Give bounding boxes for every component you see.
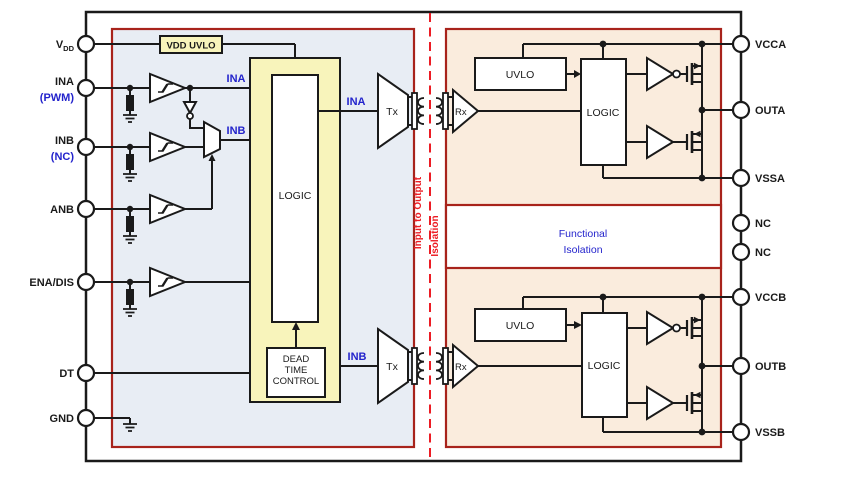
dead-time-label-3: CONTROL (273, 376, 319, 387)
uvlo-a-arrow-icon (574, 70, 581, 78)
junction-dot (599, 293, 607, 301)
pin-vssa (731, 168, 751, 188)
pin-vssb (731, 422, 751, 442)
rx-a-block (452, 87, 480, 135)
junction-dot (698, 428, 706, 436)
junction-dot (599, 40, 607, 48)
inverter-bubble-icon (186, 112, 194, 120)
pin-outa (731, 100, 751, 120)
pin-label-anb: ANB (50, 204, 74, 216)
rx-a-label: Rx (455, 107, 467, 118)
left-pins (76, 34, 96, 428)
pin-label-outb: OUTB (755, 361, 786, 373)
junction-dot (698, 106, 706, 114)
pin-outb (731, 356, 751, 376)
gnd-wire (94, 417, 131, 424)
driver-a-high-icon (646, 56, 675, 92)
pin-label-ena-dis: ENA/DIS (29, 277, 74, 289)
pin-label-gnd: GND (50, 413, 75, 425)
logic-a-block (580, 58, 627, 166)
junction-dot (698, 40, 706, 48)
pin-vcca (731, 34, 751, 54)
pin-label-inb-note: (NC) (51, 151, 75, 163)
ina-signal-label: INA (227, 73, 246, 85)
logic-b-block (581, 312, 628, 418)
pin-label-vccb: VCCB (755, 292, 786, 304)
mux-icon (203, 120, 221, 159)
pin-label-outa: OUTA (755, 105, 785, 117)
anb-wire (94, 161, 213, 210)
tx-b-block (377, 327, 409, 405)
pin-nc2 (731, 242, 751, 262)
driver-a-high-bubble-icon (672, 69, 681, 79)
uvlo-b-label: UVLO (506, 320, 535, 332)
inb-signal-label: INB (227, 125, 246, 137)
pin-label-nc1: NC (755, 218, 771, 230)
logic-b-label: LOGIC (588, 360, 621, 372)
driver-b-high-bubble-icon (672, 323, 681, 333)
tx-a-label: Tx (386, 106, 398, 118)
barrier-label-line2: Isolation (430, 215, 441, 256)
uvlo-b-arrow-icon (574, 321, 582, 329)
logic-block (271, 74, 319, 323)
pin-label-vdd: VDD (56, 39, 75, 53)
ina-tx-signal-label: INA (347, 96, 366, 108)
pin-label-nc2: NC (755, 247, 771, 259)
tx-a-block (377, 72, 409, 150)
inverter-icon (182, 101, 198, 116)
vdd-uvlo-label: VDD UVLO (166, 41, 215, 52)
inverter-output-wire (189, 119, 204, 129)
driver-b-high-icon (646, 310, 675, 346)
pin-label-ina-note: (PWM) (40, 92, 75, 104)
dead-time-label-2: TIME (285, 365, 308, 376)
pin-dt (76, 363, 96, 383)
junction-dot (698, 362, 706, 370)
dtc-arrow-icon (292, 322, 300, 330)
driver-b-low-icon (646, 385, 675, 421)
functional-isolation-band (444, 203, 723, 270)
pin-label-vcca: VCCA (755, 39, 786, 51)
vdd-uvlo-block (159, 35, 223, 54)
anb-arrow-icon (208, 154, 216, 161)
right-pins (731, 34, 751, 442)
barrier-label-line1: Input to Output (413, 176, 424, 249)
pin-ena-dis (76, 272, 96, 292)
pin-label-vssb: VSSB (755, 427, 785, 439)
uvlo-b-block (474, 308, 567, 342)
pin-vdd (76, 34, 96, 54)
rx-b-block (452, 342, 480, 390)
pin-inb (76, 137, 96, 157)
junction-dot (698, 174, 706, 182)
pin-vccb (731, 287, 751, 307)
driver-a-low-icon (646, 124, 675, 160)
pin-label-vssa: VSSA (755, 173, 785, 185)
logic-label: LOGIC (279, 190, 312, 202)
pin-label-ina: INA (55, 76, 74, 88)
dead-time-label-1: DEAD (283, 354, 310, 365)
pin-label-inb: INB (55, 135, 74, 147)
pin-label-dt: DT (59, 368, 74, 380)
rx-b-label: Rx (455, 362, 467, 373)
functional-isolation-label-2: Isolation (563, 244, 602, 256)
junction-dot (698, 293, 706, 301)
logic-a-label: LOGIC (587, 107, 620, 119)
inb-tx-signal-label: INB (348, 351, 367, 363)
pin-nc1 (731, 213, 751, 233)
pin-anb (76, 199, 96, 219)
tx-b-label: Tx (386, 361, 398, 373)
uvlo-a-label: UVLO (506, 69, 535, 81)
pin-ina (76, 78, 96, 98)
pin-gnd (76, 408, 96, 428)
functional-isolation-label-1: Functional (559, 228, 607, 240)
